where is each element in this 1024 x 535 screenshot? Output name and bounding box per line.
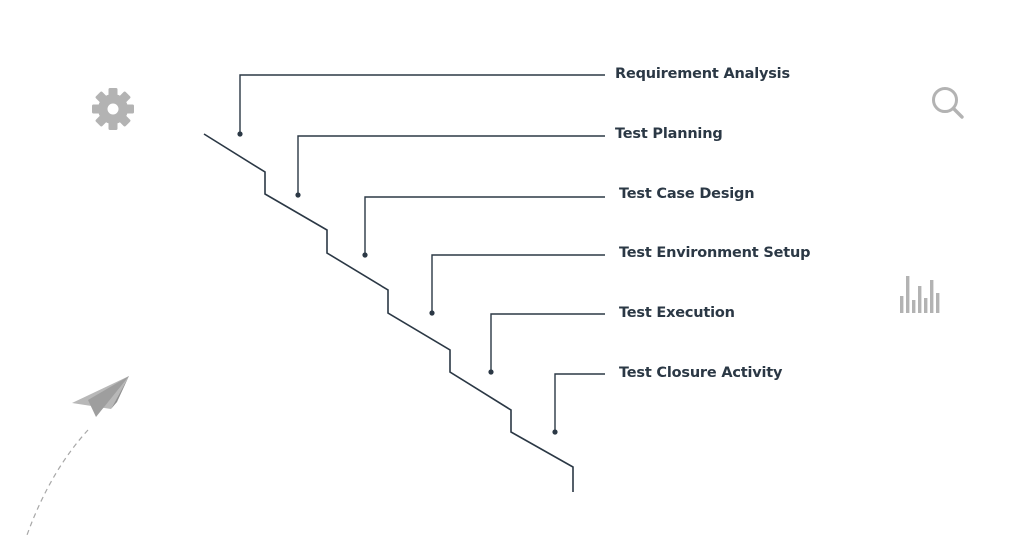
leader-line-requirement-analysis <box>239 74 605 134</box>
search-icon <box>932 87 964 119</box>
leader-line-test-case-design <box>364 196 605 255</box>
stage-label-requirement-analysis: Requirement Analysis <box>615 66 790 82</box>
leader-line-test-planning <box>297 135 605 195</box>
leader-dot-requirement-analysis <box>237 131 243 137</box>
leader-dot-test-case-design <box>362 252 368 258</box>
leader-line-test-environment-setup <box>431 254 605 313</box>
leader-dot-test-execution <box>488 369 494 375</box>
bar-chart-icon <box>900 276 940 313</box>
leader-dot-test-planning <box>295 192 301 198</box>
stage-label-test-environment-setup: Test Environment Setup <box>619 245 811 261</box>
stage-label-test-execution: Test Execution <box>619 305 735 321</box>
stage-label-test-closure-activity: Test Closure Activity <box>619 365 783 381</box>
leader-line-test-execution <box>490 313 605 372</box>
paper-plane-icon <box>72 376 129 417</box>
stage-label-test-case-design: Test Case Design <box>619 186 755 202</box>
leader-dot-test-environment-setup <box>429 310 435 316</box>
stage-label-test-planning: Test Planning <box>615 126 723 142</box>
flight-trail <box>26 429 89 535</box>
leader-line-test-closure-activity <box>554 373 605 432</box>
staircase-line <box>203 133 574 492</box>
gear-icon <box>92 88 134 130</box>
leader-dot-test-closure-activity <box>552 429 558 435</box>
